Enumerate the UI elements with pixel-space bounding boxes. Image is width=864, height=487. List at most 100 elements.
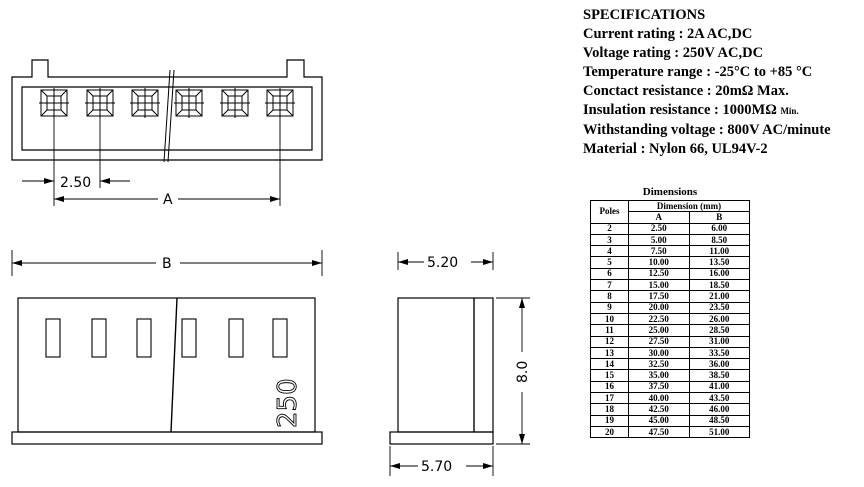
poles-cell: 7 xyxy=(590,279,629,292)
poles-cell: 13 xyxy=(590,346,629,360)
dim-b-cell: 46.00 xyxy=(688,403,750,416)
dim-b-cell: 36.00 xyxy=(688,358,750,371)
dim-b-cell: 11.00 xyxy=(688,245,750,258)
poles-cell: 4 xyxy=(590,245,629,258)
poles-cell: 20 xyxy=(590,425,629,439)
poles-cell: 10 xyxy=(590,312,629,326)
dimensions-title: Dimensions xyxy=(642,186,698,198)
dim-a-cell: 42.50 xyxy=(628,403,690,416)
dim-b-cell: 26.00 xyxy=(688,312,750,326)
poles-cell: 5 xyxy=(590,256,629,269)
specifications-block: SPECIFICATIONS Current rating : 2A AC,DC… xyxy=(583,6,831,159)
poles-cell: 8 xyxy=(590,290,629,303)
dim-a-cell: 10.00 xyxy=(628,256,690,269)
dim-b-cell: 18.50 xyxy=(688,279,750,292)
spec-line: Material : Nylon 66, UL94V-2 xyxy=(583,141,768,157)
dim-a-cell: 2.50 xyxy=(628,222,690,235)
dim-b-cell: 43.50 xyxy=(688,392,750,405)
dim-a-cell: 30.00 xyxy=(628,346,690,360)
poles-cell: 16 xyxy=(590,380,629,394)
spec-line: Withstanding voltage : 800V AC/minute xyxy=(583,122,831,138)
poles-cell: 6 xyxy=(590,267,629,281)
dim-a-cell: 22.50 xyxy=(628,312,690,326)
height-label: 8.0 xyxy=(515,361,531,383)
dim-b-cell: 21.00 xyxy=(688,290,750,303)
dim-b-cell: 28.50 xyxy=(688,324,750,337)
dim-a-cell: 25.00 xyxy=(628,324,690,337)
dim-b-cell: 38.50 xyxy=(688,369,750,382)
spec-line: Insulation resistance : 1000MΩ Min. xyxy=(583,101,831,121)
poles-cell: 14 xyxy=(590,358,629,371)
dim-b-cell: 16.00 xyxy=(688,267,750,281)
col-b-header: B xyxy=(688,211,750,224)
poles-cell: 19 xyxy=(590,414,629,427)
dim-a-cell: 37.50 xyxy=(628,380,690,394)
dim-a-cell: 40.00 xyxy=(628,392,690,405)
dim-b-cell: 41.00 xyxy=(688,380,750,394)
dim-a-cell: 47.50 xyxy=(628,425,690,439)
poles-cell: 11 xyxy=(590,324,629,337)
spec-line: Current rating : 2A AC,DC xyxy=(583,26,753,42)
pin-cavities xyxy=(39,88,295,118)
dim-a-cell: 35.00 xyxy=(628,369,690,382)
dim-b-cell: 23.50 xyxy=(688,301,750,314)
col-a-header: A xyxy=(628,211,690,224)
dim-a-cell: 15.00 xyxy=(628,279,690,292)
dim-b-cell: 6.00 xyxy=(688,222,750,235)
poles-cell: 2 xyxy=(590,222,629,235)
top-view: 2.50 A xyxy=(11,59,323,208)
dim-b-label: B xyxy=(162,256,172,272)
dimension-group-header: Dimension (mm) xyxy=(628,199,750,213)
poles-cell: 12 xyxy=(590,335,629,348)
dim-a-cell: 12.50 xyxy=(628,267,690,281)
insulation-min: Min. xyxy=(780,106,799,116)
pitch-label: 2.50 xyxy=(60,175,91,191)
dim-b-cell: 51.00 xyxy=(688,425,750,439)
poles-cell: 17 xyxy=(590,392,629,405)
poles-header: Poles xyxy=(590,200,629,224)
dim-b-cell: 33.50 xyxy=(688,346,750,360)
spec-line: Temperature range : -25°C to +85 °C xyxy=(583,64,813,80)
insulation-text: Insulation resistance : 1000MΩ xyxy=(583,102,781,118)
poles-cell: 18 xyxy=(590,403,629,416)
dim-a-cell: 17.50 xyxy=(628,290,690,303)
connector-drawing: 2.50 A B xyxy=(11,59,531,476)
width-top-label: 5.20 xyxy=(427,255,458,271)
dim-b-cell: 13.50 xyxy=(688,256,750,269)
dim-a-cell: 32.50 xyxy=(628,358,690,371)
poles-cell: 9 xyxy=(590,301,629,314)
dim-a-cell: 27.50 xyxy=(628,335,690,348)
specifications-title: SPECIFICATIONS xyxy=(583,7,706,23)
spec-line: Conctact resistance : 20mΩ Max. xyxy=(583,83,789,99)
dim-a-cell: 20.00 xyxy=(628,301,690,314)
front-view: B 250 xyxy=(11,250,323,445)
poles-cell: 3 xyxy=(590,233,629,247)
dim-b-cell: 48.50 xyxy=(688,414,750,427)
dim-b-cell: 8.50 xyxy=(688,233,750,247)
dim-b-cell: 31.00 xyxy=(688,335,750,348)
side-view: 5.20 8.0 5.70 xyxy=(389,252,531,476)
poles-cell: 15 xyxy=(590,369,629,382)
marking-250: 250 xyxy=(273,378,303,428)
